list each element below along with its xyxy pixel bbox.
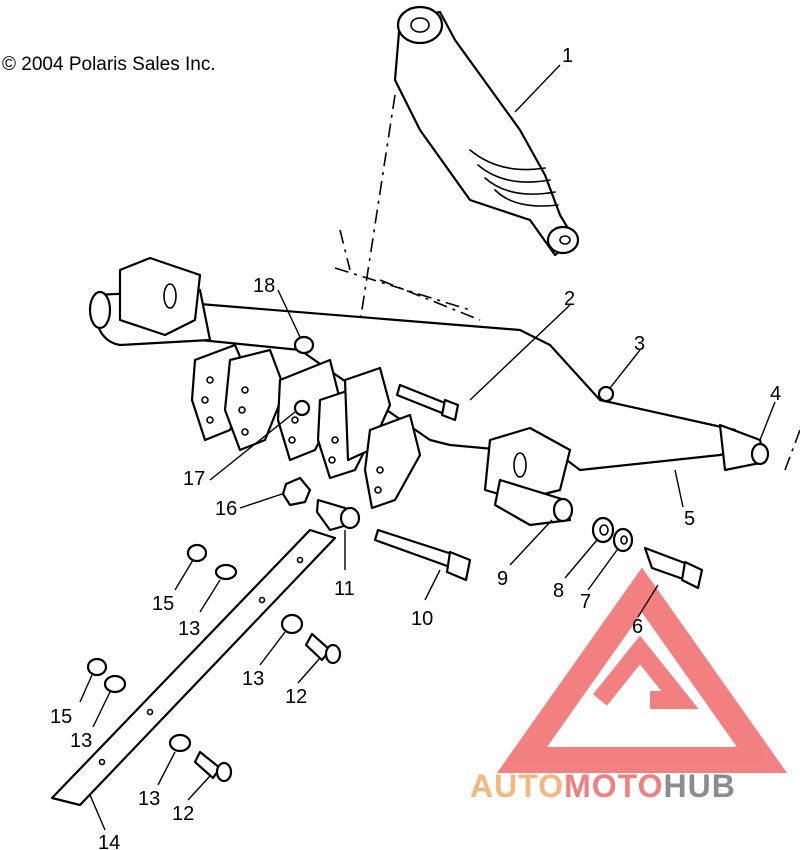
watermark-logo — [496, 567, 788, 773]
callout-17: 17 — [183, 468, 205, 490]
leader-lines — [79, 64, 776, 831]
callout-4: 4 — [770, 383, 781, 405]
callout-2: 2 — [564, 288, 575, 310]
bolt-6 — [643, 546, 704, 590]
callout-12-upper: 12 — [285, 686, 307, 708]
callout-13-bottom: 13 — [138, 788, 160, 810]
callout-1: 1 — [562, 45, 573, 67]
washer-8 — [591, 516, 615, 544]
callout-7: 7 — [580, 591, 591, 613]
callout-8: 8 — [553, 580, 564, 602]
callout-15-lower: 15 — [50, 706, 72, 728]
callout-9: 9 — [497, 568, 508, 590]
callout-13-lower: 13 — [70, 730, 92, 752]
watermark-hub: HUB — [663, 768, 736, 804]
callout-13-upper: 13 — [178, 618, 200, 640]
bolt-12-lower — [193, 750, 233, 783]
nut-17 — [293, 399, 311, 417]
washer-13-lower — [103, 674, 127, 694]
watermark-text: AUTOMOTOHUB — [470, 768, 736, 805]
watermark-auto: AUTO — [470, 768, 565, 804]
axis-lines — [334, 94, 800, 471]
spacer-11 — [315, 498, 361, 532]
washer-13-bottom — [168, 733, 192, 753]
washer-13-mid — [280, 613, 304, 635]
nut-15-upper — [186, 543, 208, 563]
callout-14: 14 — [98, 832, 120, 850]
callout-16: 16 — [215, 498, 237, 520]
callout-15-upper: 15 — [152, 593, 174, 615]
callout-6: 6 — [632, 616, 643, 638]
watermark-moto: MOTO — [564, 768, 664, 804]
bolt-12-upper — [304, 632, 342, 665]
nut-15-lower — [86, 657, 108, 677]
washer-7 — [612, 527, 634, 553]
callout-11: 11 — [334, 578, 355, 600]
shock-absorber — [393, 5, 580, 257]
nut-3 — [597, 385, 615, 403]
callout-18: 18 — [253, 275, 275, 297]
callout-12-lower: 12 — [172, 803, 194, 825]
nut-16 — [281, 476, 312, 507]
callout-10: 10 — [411, 608, 433, 630]
callout-3: 3 — [634, 333, 645, 355]
callout-labels: 1 2 3 4 5 6 7 8 9 10 11 12 12 13 13 13 1… — [50, 45, 781, 850]
nut-18 — [293, 335, 315, 355]
callout-13-mid: 13 — [242, 668, 264, 690]
bolt-10 — [373, 528, 472, 582]
copyright-notice: © 2004 Polaris Sales Inc. — [2, 54, 216, 75]
bolt-2 — [395, 383, 460, 422]
callout-5: 5 — [684, 508, 695, 530]
strap-14 — [50, 528, 337, 807]
washer-13-upper — [214, 563, 238, 581]
